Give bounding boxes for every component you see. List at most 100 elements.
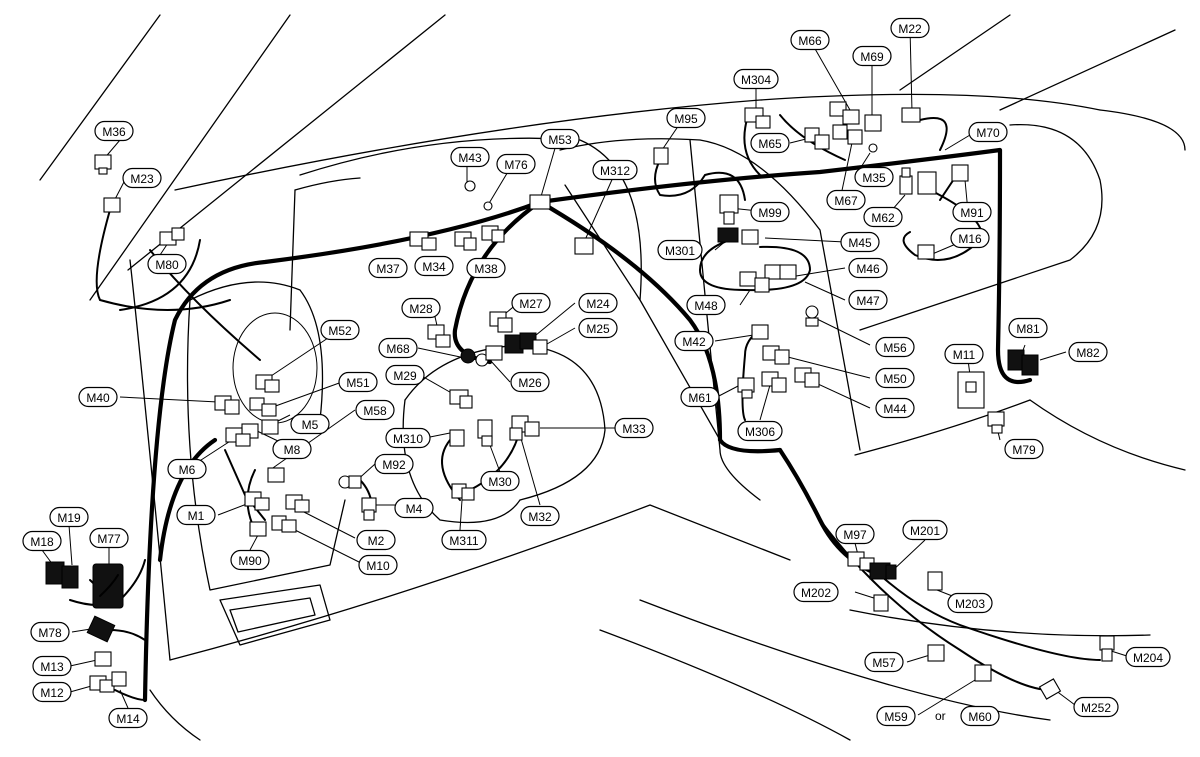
label-m70-box: [968, 121, 1008, 143]
label-m202-text: M202: [801, 586, 831, 600]
label-m36: M36: [94, 120, 134, 142]
label-m81-box: [1008, 317, 1048, 339]
connector-m204-icon: [1099, 635, 1115, 662]
label-m91: M91: [952, 201, 992, 223]
connector-m18-icon: [45, 561, 79, 589]
connector-m22-icon: [901, 107, 921, 123]
label-m12-box: [32, 681, 72, 703]
connector-m12-icon: [89, 675, 115, 693]
connector-m68-icon: [460, 348, 489, 367]
connector-m14-icon: [111, 671, 127, 687]
label-m12-text: M12: [40, 686, 64, 700]
label-m23-box: [122, 167, 162, 189]
connector-m32-icon: [509, 427, 523, 441]
label-m312-box: [592, 159, 638, 181]
connector-m92-icon: [338, 475, 362, 489]
connector-m52-icon: [255, 374, 280, 393]
label-m77: M77: [89, 527, 129, 549]
connector-m77-icon: [92, 563, 124, 609]
label-m62-text: M62: [871, 211, 895, 225]
label-m201: M201: [902, 519, 948, 541]
label-m33-box: [614, 417, 654, 439]
connector-m38-icon: [481, 225, 505, 243]
label-m6-text: M6: [179, 463, 196, 477]
label-m202: M202: [793, 581, 839, 603]
label-m65-text: M65: [758, 137, 782, 151]
label-m22-box: [890, 17, 930, 39]
connector-m311-icon: [451, 483, 475, 501]
label-m28: M28: [401, 297, 441, 319]
label-m90: M90: [230, 549, 270, 571]
label-m80-box: [147, 253, 187, 275]
connector-m201-icon: [869, 562, 897, 580]
connector-m48-icon: [739, 271, 770, 293]
label-m18-text: M18: [30, 535, 54, 549]
connector-m78-icon: [86, 615, 116, 643]
label-m81-text: M81: [1016, 322, 1040, 336]
label-m310: M310: [385, 427, 431, 449]
label-m25: M25: [578, 317, 618, 339]
label-m52-text: M52: [328, 324, 352, 338]
label-m28-text: M28: [409, 302, 433, 316]
label-m4-text: M4: [406, 502, 423, 516]
label-m46-text: M46: [856, 262, 880, 276]
label-m13-text: M13: [40, 660, 64, 674]
label-m66-text: M66: [798, 34, 822, 48]
label-m77-box: [89, 527, 129, 549]
connector-m62-icon: [899, 167, 913, 195]
label-m252-box: [1073, 696, 1119, 718]
connector-m2-icon: [285, 494, 310, 513]
label-m70: M70: [968, 121, 1008, 143]
connector-m1-icon: [244, 491, 270, 511]
label-m35-text: M35: [862, 171, 886, 185]
label-m38: M38: [466, 257, 506, 279]
label-m53-text: M53: [548, 133, 572, 147]
label-m28-box: [401, 297, 441, 319]
connectors: [45, 101, 1115, 700]
label-m27: M27: [511, 292, 551, 314]
label-m76-box: [496, 153, 536, 175]
label-m67: M67: [826, 189, 866, 211]
label-m25-box: [578, 317, 618, 339]
label-m18: M18: [22, 530, 62, 552]
label-m11-text: M11: [953, 348, 976, 362]
connector-m26-icon: [485, 345, 503, 361]
label-m40: M40: [78, 386, 118, 408]
wiring-harness: [69, 109, 1101, 703]
connector-m61-icon: [737, 377, 755, 399]
label-m14-box: [108, 707, 148, 729]
connector-m6-icon: [225, 427, 251, 447]
label-m66-box: [790, 29, 830, 51]
connector-m24-icon: [504, 332, 537, 354]
label-m50-box: [875, 367, 915, 389]
label-m61-text: M61: [688, 391, 712, 405]
label-m57-text: M57: [872, 656, 896, 670]
label-m312: M312: [592, 159, 638, 181]
label-m36-text: M36: [102, 125, 126, 139]
label-m61: M61: [680, 386, 720, 408]
label-m90-box: [230, 549, 270, 571]
label-m45-box: [840, 231, 880, 253]
connector-m16-icon: [917, 244, 935, 260]
label-m47: M47: [848, 289, 888, 311]
label-m95-text: M95: [674, 112, 698, 126]
label-m5: M5: [290, 413, 330, 435]
label-m26: M26: [510, 371, 550, 393]
label-m10-box: [358, 554, 398, 576]
label-m95-box: [666, 107, 706, 129]
label-m91-box: [952, 201, 992, 223]
connector-m25-icon: [532, 339, 548, 355]
connector-m67-icon: [832, 124, 863, 145]
label-m56-box: [875, 336, 915, 358]
label-m40-box: [78, 386, 118, 408]
label-m6: M6: [167, 458, 207, 480]
label-m43-box: [450, 146, 490, 168]
label-m76: M76: [496, 153, 536, 175]
label-m52: M52: [320, 319, 360, 341]
label-m301: M301: [657, 239, 703, 261]
label-m35: M35: [854, 166, 894, 188]
label-m311: M311: [441, 529, 487, 551]
label-m306-text: M306: [745, 425, 775, 439]
label-m22-text: M22: [898, 22, 922, 36]
